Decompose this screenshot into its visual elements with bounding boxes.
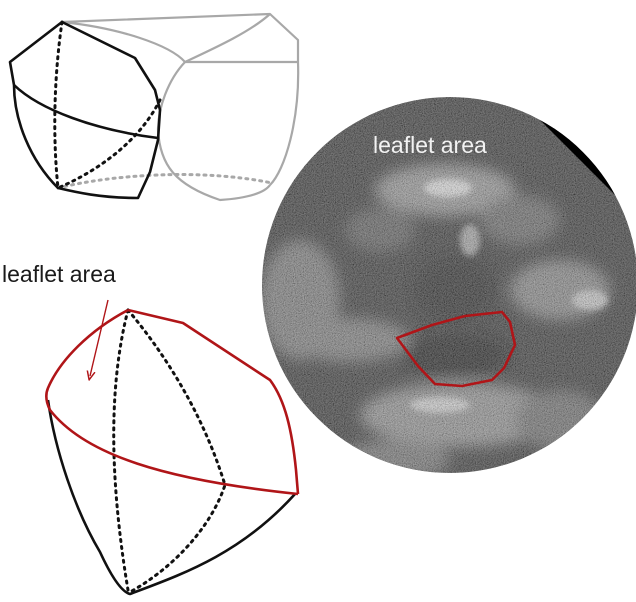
lower-cusp-outline	[48, 400, 295, 594]
leaflet-pointer-arrow	[90, 300, 108, 376]
faded-cusps	[62, 14, 298, 200]
front-cusp-dotted	[55, 22, 160, 188]
front-cusp	[10, 22, 160, 198]
lower-cusp-dotted	[114, 310, 225, 592]
echo-image: leaflet area	[260, 95, 636, 480]
leaflet-area-outline	[46, 310, 298, 494]
diagram-leaflet-label: leaflet area	[2, 261, 116, 287]
echo-leaflet-label: leaflet area	[373, 132, 487, 158]
valve-3d-sketch	[10, 14, 298, 200]
leaflet-diagram: leaflet area	[2, 261, 298, 594]
faded-base-dotted	[58, 175, 272, 188]
